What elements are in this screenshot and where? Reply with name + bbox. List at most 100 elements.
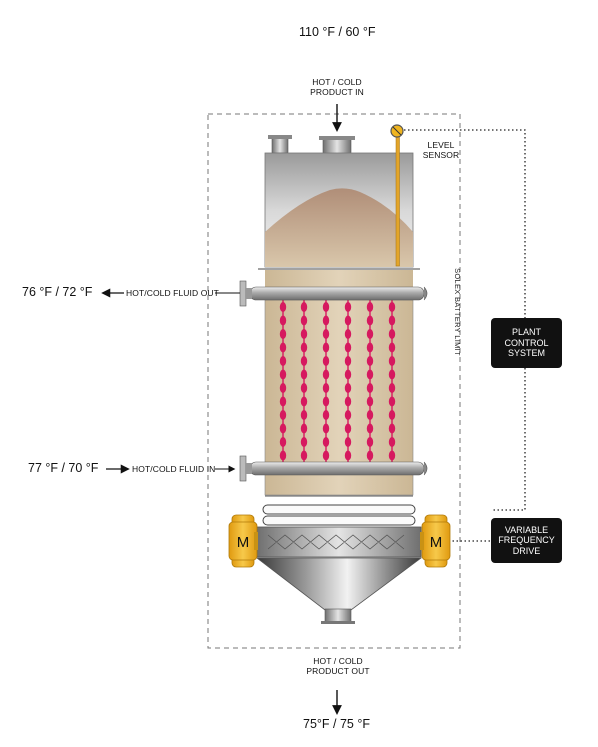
motor-right [420,514,451,568]
product-out-label-line2: PRODUCT OUT [306,666,370,676]
level-sensor-line1: LEVEL [427,140,455,150]
plate-channel-bulge [388,450,396,461]
product-out-temps: 75°F / 75 °F [303,717,370,731]
plate-channel-bulge [300,315,308,326]
plate-channel-bulge [279,450,287,461]
plate-channel-bulge [366,437,374,447]
plate-channel-bulge [388,302,396,312]
plate-channel-bulge [279,410,287,420]
level-sensor [390,124,404,267]
plant-control-line3: SYSTEM [507,348,545,359]
plate-channel-bulge [279,437,287,447]
plate-channel-bulge [366,423,374,434]
plate-channel-bulge [366,396,374,407]
plate-channel-bulge [344,356,352,366]
variable-frequency-drive-box: VARIABLE FREQUENCY DRIVE [491,518,562,563]
product-out-label: HOT / COLD PRODUCT OUT [302,656,374,676]
fluid-out-label: HOT/COLD FLUID OUT [126,288,219,298]
fluid-out-header [239,280,428,307]
plate-channel-bulge [279,369,287,380]
plate-channel-bulge [366,383,374,393]
battery-limit-label: SOLEX BATTERY LIMIT [453,268,462,356]
plate-channel-bulge [388,423,396,434]
plate-channel-bulge [322,450,330,461]
plant-control-line1: PLANT [511,327,541,338]
battery-limit-boundary [207,113,461,649]
plate-channel-bulge [322,423,330,434]
level-sensor-label: LEVEL SENSOR [418,140,464,160]
plate-channel-bulge [344,437,352,447]
plate-channel-bulge [300,369,308,380]
discharge-cone [255,557,423,611]
plate-channel-bulge [300,410,308,420]
plate-channel-bulge [300,396,308,407]
product-in-label-line1: HOT / COLD [312,77,362,87]
plate-channel-bulge [300,423,308,434]
plant-control-line2: CONTROL [504,337,549,348]
plant-control-system-box: PLANT CONTROL SYSTEM [491,318,562,368]
outlet-nozzle [324,608,352,624]
plate-channel-bulge [366,410,374,420]
plate-channel-bulge [344,302,352,312]
product-pile [265,188,413,267]
plate-channel-bulge [279,356,287,366]
plate-channel-bulge [300,356,308,366]
plate-channel-bulge [322,383,330,393]
vfd-line2: FREQUENCY [498,535,555,546]
plate-channel-bulge [344,423,352,434]
plate-channel-bulge [279,315,287,326]
vfd-line3: DRIVE [512,545,541,556]
discharge-rings [262,504,416,526]
motor-left-letter: M [237,534,250,551]
plate-channel-bulge [344,450,352,461]
plate-channel-bulge [300,450,308,461]
plate-channel-bulge [279,302,287,312]
motor-left [228,514,258,568]
plate-channel-bulge [344,383,352,393]
plate-fluid-channels [279,300,396,462]
plate-channel-bulge [279,329,287,339]
plate-channel-bulge [322,302,330,312]
plate-channel-bulge [388,342,396,353]
plate-channel-bulge [322,329,330,339]
plate-channel-bulge [279,342,287,353]
control-signal-lines [404,129,526,542]
plate-channel-bulge [344,315,352,326]
plate-channel-bulge [366,302,374,312]
product-in-label: HOT / COLD PRODUCT IN [305,77,369,97]
plate-channel-bulge [322,396,330,407]
plate-channel-bulge [388,437,396,447]
plate-channel-bulge [279,423,287,434]
plate-channel-bulge [300,329,308,339]
plate-channel-bulge [344,329,352,339]
product-in-temps: 110 °F / 60 °F [299,25,376,39]
plate-channel-bulge [366,356,374,366]
plate-channel-bulge [388,383,396,393]
plate-channel-bulge [388,410,396,420]
fluid-in-label: HOT/COLD FLUID IN [132,464,216,474]
fluid-in-temps: 77 °F / 70 °F [28,461,99,475]
product-out-label-line1: HOT / COLD [313,656,363,666]
plate-channel-bulge [366,450,374,461]
plate-channel-bulge [279,383,287,393]
plate-channel-bulge [300,437,308,447]
plate-channel-bulge [300,302,308,312]
plate-channel-bulge [322,342,330,353]
plate-channel-bulge [388,329,396,339]
plate-channel-bulge [366,369,374,380]
discharge-feeder [256,526,422,558]
plate-channel-bulge [322,437,330,447]
plate-channel-bulge [344,410,352,420]
level-sensor-line2: SENSOR [422,150,460,160]
fluid-out-temps: 76 °F / 72 °F [22,285,93,299]
plate-channel-bulge [344,369,352,380]
plate-channel-bulge [366,329,374,339]
plate-channel-bulge [344,342,352,353]
plate-channel-bulge [388,315,396,326]
plate-channel-bulge [279,396,287,407]
plate-channel-bulge [388,369,396,380]
motor-right-letter: M [430,534,443,551]
product-in-label-line2: PRODUCT IN [310,87,364,97]
plate-channel-bulge [322,315,330,326]
